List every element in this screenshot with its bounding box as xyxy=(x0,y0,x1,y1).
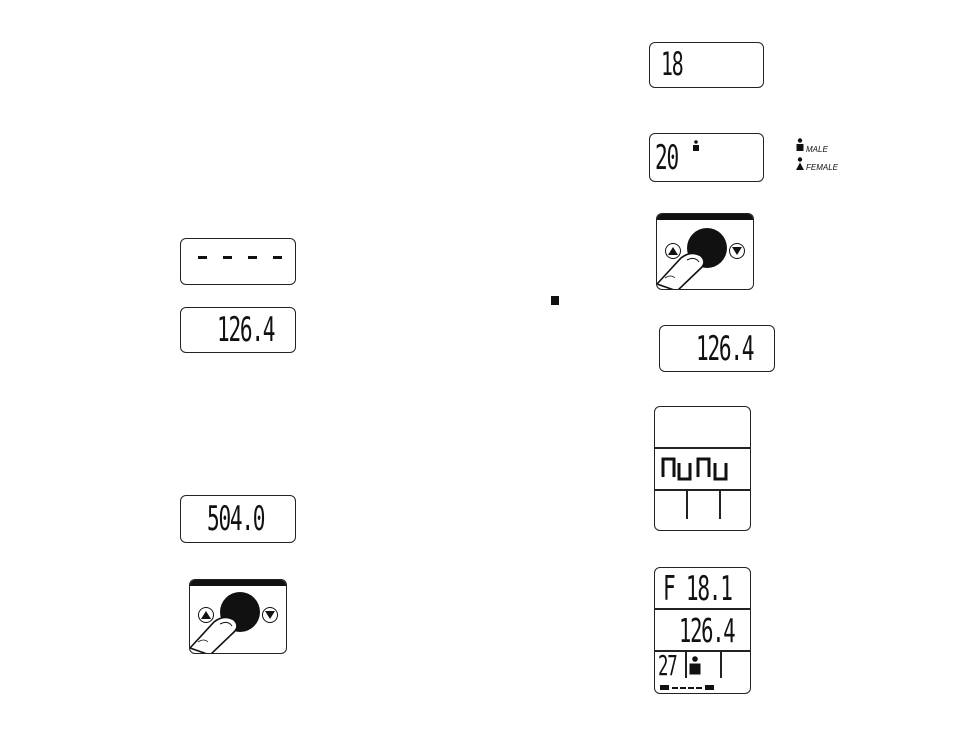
blank-lcd-display xyxy=(180,238,296,285)
age-line: 27 xyxy=(658,652,676,680)
display-divider-v1 xyxy=(685,650,687,678)
display-divider-v2 xyxy=(720,650,722,678)
age-gender-lcd-display: 20 xyxy=(649,133,764,182)
female-icon xyxy=(795,157,805,171)
finger-pointer-icon xyxy=(657,214,754,290)
age-lcd-display: 18 xyxy=(649,42,764,88)
dash-4 xyxy=(273,256,282,259)
measuring-lcd-display xyxy=(654,406,751,531)
male-label: MALE xyxy=(806,145,828,154)
weight-value: 126.4 xyxy=(217,313,274,347)
dash-3 xyxy=(248,256,257,259)
display-divider-top xyxy=(655,608,750,610)
weight-value-right: 126.4 xyxy=(696,332,753,366)
display-divider-v2 xyxy=(719,489,721,519)
age-value: 18 xyxy=(661,48,682,80)
total-value: 504.0 xyxy=(207,502,264,536)
display-divider-bottom xyxy=(655,489,750,491)
progress-bar-indicator xyxy=(660,685,720,691)
left-button-panel xyxy=(189,579,287,654)
summary-lcd-display: F 18.1 126.4 27 xyxy=(654,567,751,694)
male-figure-icon xyxy=(688,656,702,676)
finger-pointer-icon xyxy=(190,580,287,654)
weight-lcd-display-right: 126.4 xyxy=(659,325,775,372)
dash-2 xyxy=(223,256,232,259)
weight-line: 126.4 xyxy=(679,614,734,647)
age-gender-value: 20 xyxy=(655,141,678,175)
dash-1 xyxy=(198,256,207,259)
total-lcd-display: 504.0 xyxy=(180,495,296,543)
display-divider-top xyxy=(655,447,750,449)
female-label: FEMALE xyxy=(806,163,838,172)
section-bullet xyxy=(551,296,559,305)
body-fat-line: F 18.1 xyxy=(663,572,732,606)
display-divider-v1 xyxy=(686,489,688,519)
measuring-animation-icon xyxy=(660,453,740,483)
male-figure-icon xyxy=(692,140,700,152)
male-icon xyxy=(795,138,805,152)
right-button-panel xyxy=(656,213,754,290)
weight-lcd-display: 126.4 xyxy=(180,307,296,353)
